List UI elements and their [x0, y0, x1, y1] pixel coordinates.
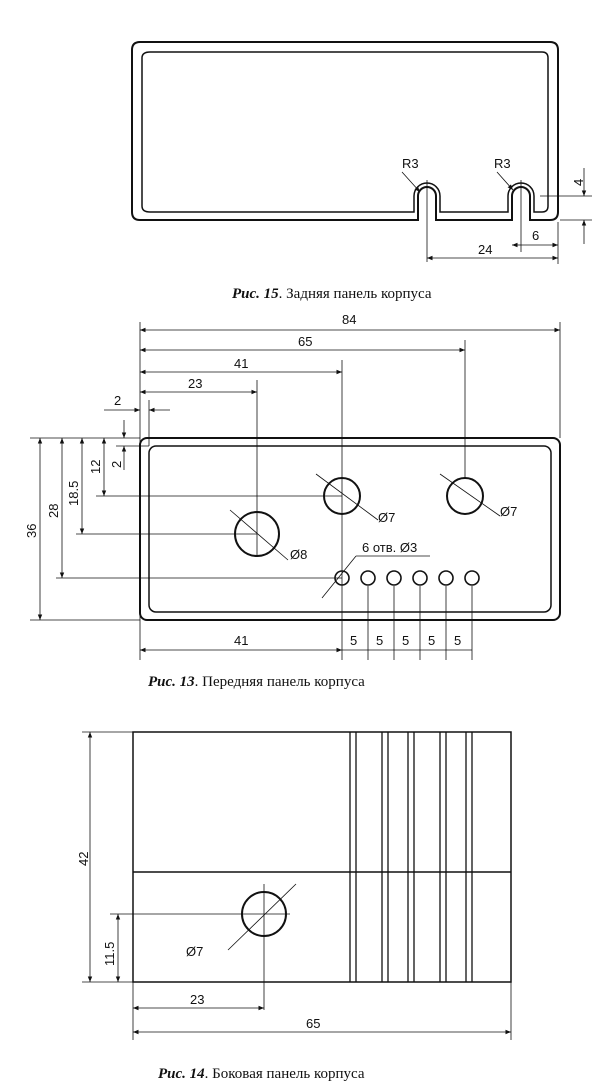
fig13-dim-12-label: 12 — [88, 460, 103, 474]
fig13-label-phi8: Ø8 — [290, 547, 307, 562]
fig13-dim-65-label: 65 — [298, 334, 312, 349]
fig13-hole-phi7-b — [446, 477, 484, 515]
fig14-dim-65-label: 65 — [306, 1016, 320, 1031]
fig13-inner-contour — [148, 445, 552, 613]
fig13-dim-84-label: 84 — [342, 312, 356, 327]
fig14-label-phi7: Ø7 — [186, 944, 203, 959]
fig13-outer-contour — [139, 437, 561, 621]
fig14-caption-text: . Боковая панель корпуса — [205, 1066, 365, 1082]
fig13-dim-18-5-label: 18.5 — [66, 481, 81, 506]
fig13-dim-41-bottom-label: 41 — [234, 633, 248, 648]
fig13-dim-5-4: 5 — [428, 633, 435, 648]
fig13-small-hole-3 — [386, 570, 402, 586]
fig15-r-leader-right — [496, 171, 514, 191]
fig13-small-hole-5 — [438, 570, 454, 586]
fig15-r3-left: R3 — [402, 156, 419, 171]
fig13-dim-2-top-label: 2 — [114, 393, 121, 408]
fig14-dim-23-label: 23 — [190, 992, 204, 1007]
fig15-inner-contour — [141, 51, 549, 213]
fig13-leader-phi8 — [229, 509, 289, 561]
fig13-front-panel: 84 65 41 23 2 36 28 18.5 12 2 Ø8 — [24, 312, 561, 690]
fig13-leader-phi7-b — [439, 473, 501, 517]
fig14-dim-11-5-label: 11.5 — [102, 942, 117, 966]
fig13-dim-2-side-label: 2 — [109, 461, 124, 468]
fig13-dim-5-5: 5 — [454, 633, 461, 648]
fig15-outer-contour — [131, 41, 559, 221]
fig14-caption: Рис. 14. Боковая панель корпуса — [158, 1066, 365, 1082]
fig13-dim-5-2: 5 — [376, 633, 383, 648]
fig13-caption: Рис. 13. Передняя панель корпуса — [148, 674, 365, 690]
fig13-dim-28-label: 28 — [46, 504, 61, 518]
fig13-caption-text: . Передняя панель корпуса — [195, 674, 365, 690]
fig13-hole-phi8 — [234, 511, 280, 557]
fig13-small-hole-1 — [334, 570, 350, 586]
fig13-dim-23-label: 23 — [188, 376, 202, 391]
fig13-hole-phi7-a — [323, 477, 361, 515]
fig13-dim-5-3: 5 — [402, 633, 409, 648]
fig13-small-hole-4 — [412, 570, 428, 586]
fig15-r3-right: R3 — [494, 156, 511, 171]
fig14-outline — [132, 731, 512, 983]
fig13-small-hole-2 — [360, 570, 376, 586]
fig15-r-leader-left — [401, 171, 421, 193]
fig15-caption-text: . Задняя панель корпуса — [279, 286, 432, 302]
fig14-side-panel: Ø7 42 11.5 23 65 Рис. 14. Боковая панель… — [76, 731, 512, 1082]
fig13-small-holes — [334, 570, 480, 586]
fig13-holes-label: 6 отв. Ø3 — [362, 540, 417, 555]
fig13-label-phi7-a: Ø7 — [378, 510, 395, 525]
fig15-rear-panel: R3 R3 4 6 24 Рис. 15. Задняя панель корп… — [131, 41, 592, 302]
fig15-dim-6-label: 6 — [532, 228, 539, 243]
fig13-dim-36-label: 36 — [24, 524, 39, 538]
fig13-dim-5-1: 5 — [350, 633, 357, 648]
fig14-caption-num: Рис. 14 — [158, 1066, 205, 1082]
fig14-ribs — [349, 732, 473, 982]
fig14-leader-phi7 — [227, 883, 297, 951]
fig15-caption-num: Рис. 15 — [232, 286, 279, 302]
fig13-small-hole-6 — [464, 570, 480, 586]
fig13-dim-41-top-label: 41 — [234, 356, 248, 371]
fig15-dim-4-label: 4 — [571, 179, 586, 186]
fig15-dim-24-label: 24 — [478, 242, 492, 257]
fig13-leader-phi7-a — [315, 473, 379, 521]
fig13-caption-num: Рис. 13 — [148, 674, 195, 690]
fig14-dim-42-label: 42 — [76, 852, 91, 866]
fig13-label-phi7-b: Ø7 — [500, 504, 517, 519]
fig13-leader-holes — [321, 555, 357, 599]
fig15-caption: Рис. 15. Задняя панель корпуса — [232, 286, 432, 302]
